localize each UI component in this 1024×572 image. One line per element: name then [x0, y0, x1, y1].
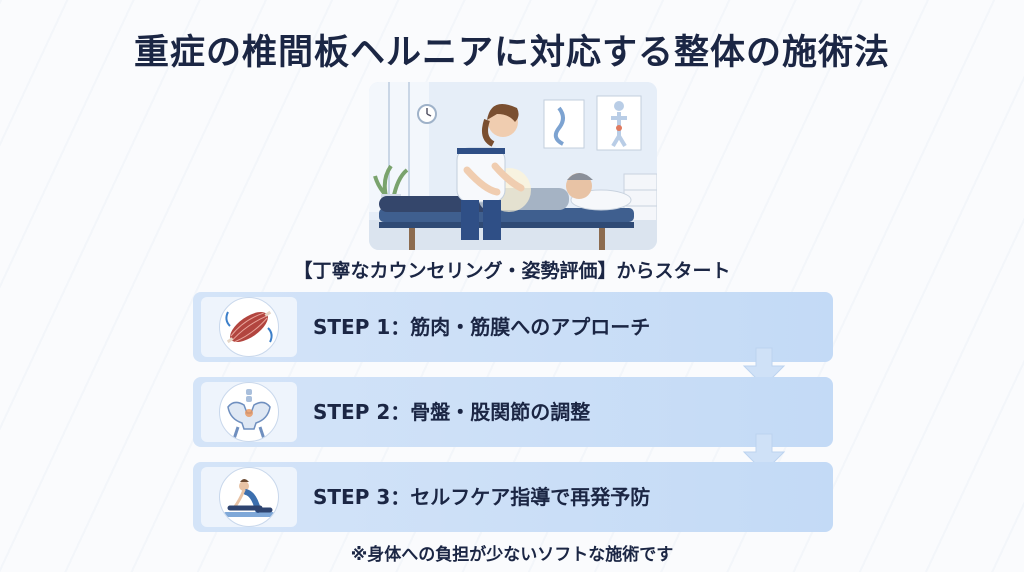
footnote: ※身体への負担が少ないソフトな施術です: [350, 545, 674, 565]
step-1-label: STEP 1：筋肉・筋膜へのアプローチ: [313, 315, 651, 339]
page-title: 重症の椎間板ヘルニアに対応する整体の施術法: [133, 33, 890, 73]
muscle-icon: [225, 310, 273, 344]
step-3-card: STEP 3：セルフケア指導で再発予防: [193, 462, 833, 532]
step-2-label: STEP 2：骨盤・股関節の調整: [313, 400, 591, 424]
down-arrow-icon: [742, 347, 786, 387]
pelvis-icon: [227, 389, 271, 440]
step-3-label: STEP 3：セルフケア指導で再発予防: [313, 485, 651, 509]
start-caption: 【丁寧なカウンセリング・姿勢評価】からスタート: [293, 260, 731, 282]
therapy-scene-image: [369, 82, 657, 250]
step-1-card: STEP 1：筋肉・筋膜へのアプローチ: [193, 292, 833, 362]
step-2-icon-box: [201, 382, 297, 442]
step-2-card: STEP 2：骨盤・股関節の調整: [193, 377, 833, 447]
stretch-icon: [224, 479, 274, 517]
step-3-icon-box: [201, 467, 297, 527]
step-1-icon-box: [201, 297, 297, 357]
treatment-illustration: [369, 82, 657, 250]
